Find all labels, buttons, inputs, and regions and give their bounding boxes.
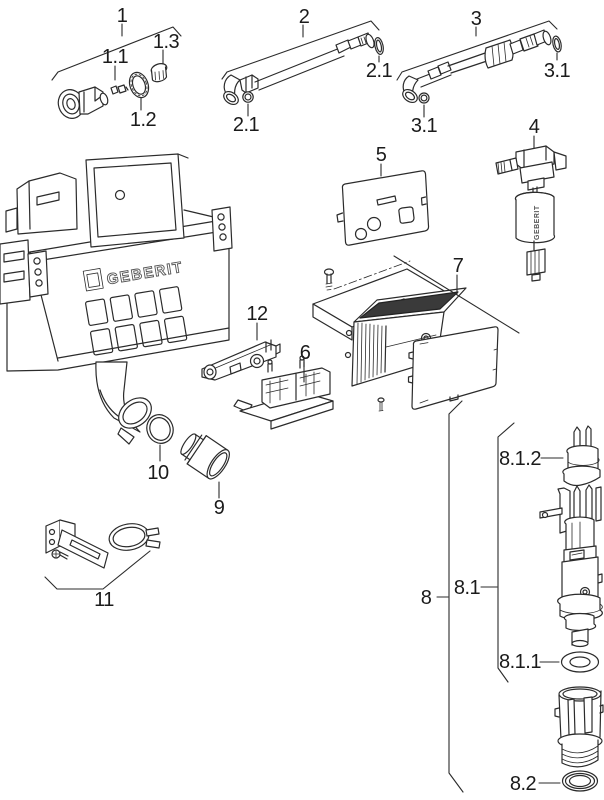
leader-lines xyxy=(44,20,564,793)
part-6-mechanism xyxy=(233,355,334,430)
part-8-2-basket xyxy=(554,686,604,792)
part-11-bracket xyxy=(45,519,161,569)
part-label-2: 2 xyxy=(299,6,310,28)
part-8-1-flushvalve xyxy=(539,484,603,648)
part-label-9: 9 xyxy=(214,497,225,519)
part-label-8: 8 xyxy=(421,587,432,609)
pipe-clamp xyxy=(108,523,161,551)
part-label-1: 1 xyxy=(117,5,128,27)
part-9-10-ticks xyxy=(159,444,220,499)
part-3-1-oring-right xyxy=(552,35,562,53)
float-brand-text: GEBERIT xyxy=(534,205,541,240)
part-label-2-1-left: 2.1 xyxy=(233,114,260,136)
part-1-2-ring xyxy=(128,71,150,99)
part-label-5: 5 xyxy=(376,144,387,166)
part-8-1-1-gasket xyxy=(560,651,600,673)
part-label-8-1-1: 8.1.1 xyxy=(499,651,541,673)
screw-icon xyxy=(377,397,385,412)
part-label-1-2: 1.2 xyxy=(130,109,157,131)
part-label-2-1-right: 2.1 xyxy=(366,60,393,82)
part-3-1-oring-left xyxy=(418,92,430,104)
cistern-tank: GEBERIT xyxy=(0,153,233,445)
outlet-bend xyxy=(95,361,152,445)
part-9-sleeve xyxy=(180,433,230,480)
part-label-3: 3 xyxy=(471,8,482,30)
part-11-bracket-line xyxy=(44,550,151,590)
part-8-1-bracket xyxy=(480,422,515,683)
part-7-bracket xyxy=(393,255,520,334)
part-8-1-2-insert xyxy=(562,425,601,487)
part-1-stopvalve xyxy=(57,63,168,119)
part-5-plate xyxy=(336,170,430,246)
part-3-pipe xyxy=(402,29,562,104)
part-label-1-3: 1.3 xyxy=(153,31,180,53)
part-label-11: 11 xyxy=(94,589,114,611)
part-label-3-1-left: 3.1 xyxy=(411,115,438,137)
part-2-1-oring-right xyxy=(374,37,384,55)
part-3-bracket xyxy=(396,20,558,81)
part-label-10: 10 xyxy=(147,462,169,484)
part-4-fillvalve: GEBERIT xyxy=(495,145,567,282)
part-label-12: 12 xyxy=(246,303,268,325)
part-label-6: 6 xyxy=(300,342,311,364)
part-10-oring xyxy=(146,414,174,444)
part-label-8-1: 8.1 xyxy=(454,577,481,599)
part-7-protection-box xyxy=(312,260,499,412)
part-2-1-oring-left xyxy=(242,91,254,103)
part-2-bracket xyxy=(221,20,380,80)
part-2-hose xyxy=(223,32,384,106)
part-label-4: 4 xyxy=(529,116,540,138)
part-label-3-1-right: 3.1 xyxy=(544,60,571,82)
part-label-1-1: 1.1 xyxy=(102,46,129,68)
screw-icon xyxy=(323,268,335,291)
pushplate-grid xyxy=(85,286,188,356)
part-8-bracket xyxy=(436,400,464,793)
part-label-7: 7 xyxy=(453,255,464,277)
part-12-lever-bracket xyxy=(201,339,281,381)
part-labels: 1 1.1 1.3 1.2 2 2.1 2.1 3 3.1 3.1 4 5 7 12 6 10 9 11 8 8.1 8… xyxy=(94,5,571,795)
part-1-3-cap xyxy=(150,63,168,83)
part-1-bracket xyxy=(51,26,182,81)
part-1-1-nipple xyxy=(110,85,119,95)
part-label-8-2: 8.2 xyxy=(510,773,537,795)
part-label-8-1-2: 8.1.2 xyxy=(499,448,541,470)
screw-icon xyxy=(51,549,69,560)
